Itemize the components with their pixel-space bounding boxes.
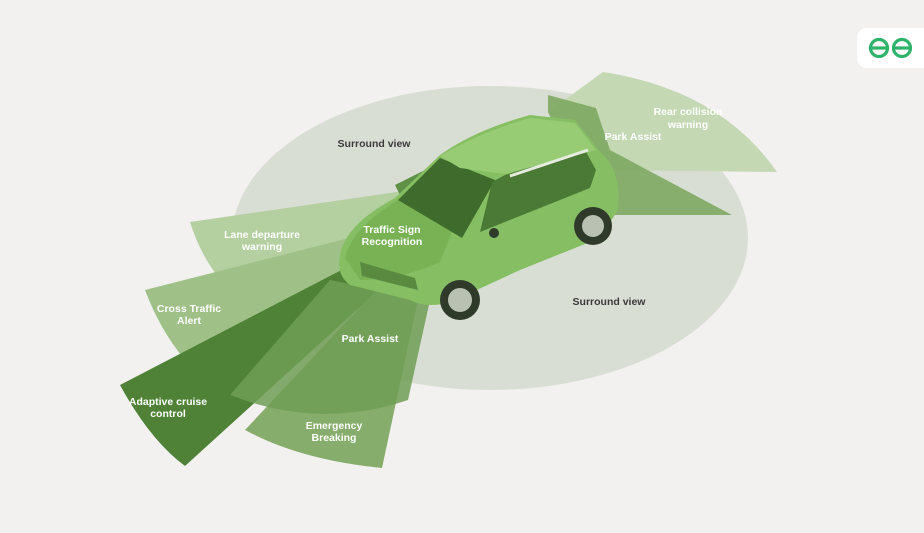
rear-collision-label-line1: Rear collision	[654, 106, 723, 118]
park-assist-rear-label: Park Assist	[605, 131, 662, 143]
windshield	[398, 158, 495, 238]
wheel-front-rim	[448, 288, 472, 312]
traffic-sign-label-line1: Traffic Sign	[363, 224, 420, 236]
rear-collision-label-line2: warning	[667, 119, 708, 131]
car-hood	[345, 200, 460, 280]
roof-rail	[509, 148, 589, 178]
emergency-label-line2: Breaking	[312, 432, 357, 444]
brand-logo[interactable]	[857, 28, 924, 68]
lane-departure-label-line2: warning	[241, 241, 282, 253]
grille	[360, 262, 418, 290]
brand-logo-icon	[868, 37, 913, 59]
emergency-label-line1: Emergency	[306, 420, 363, 432]
surround-view-label-front: Surround view	[338, 138, 412, 150]
mirror	[489, 228, 499, 238]
adaptive-cruise-label-line2: control	[150, 408, 186, 420]
park-assist-front-zone	[230, 280, 430, 414]
cross-traffic-label-line2: Alert	[177, 315, 201, 327]
wheel-rear-rim	[582, 215, 604, 237]
cross-traffic-label-line1: Cross Traffic	[157, 303, 221, 315]
lane-departure-label-line1: Lane departure	[224, 229, 300, 241]
cross-traffic-zone	[145, 225, 400, 360]
surround-view-label-side: Surround view	[573, 296, 647, 308]
adaptive-cruise-label-line1: Adaptive cruise	[129, 396, 207, 408]
side-windows	[480, 150, 596, 232]
traffic-sign-label-line2: Recognition	[362, 236, 423, 248]
car	[339, 115, 619, 320]
park-assist-front-label: Park Assist	[342, 333, 399, 345]
